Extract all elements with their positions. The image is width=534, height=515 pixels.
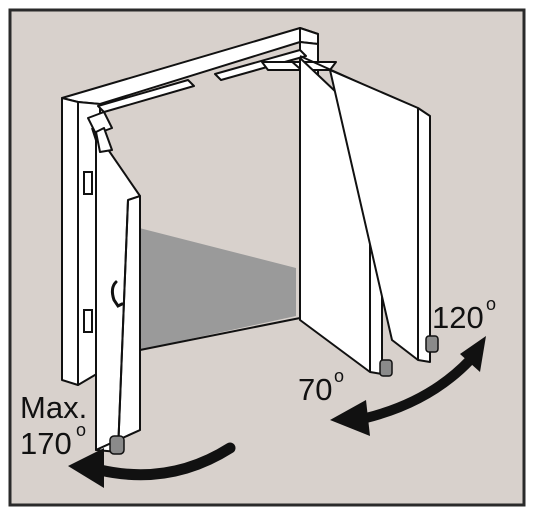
- floor-shadow: [108, 220, 296, 352]
- door-stop-icon: [109, 435, 125, 455]
- curved-arrow-icon: [94, 442, 236, 481]
- curved-arrow-head-upper: [460, 336, 486, 372]
- door-stop-icon: [425, 335, 439, 353]
- curved-arrow-head-left: [68, 448, 104, 488]
- right-door-leaf-outer: [329, 69, 431, 363]
- curved-arrow-head-lower: [330, 400, 370, 436]
- label-170: 170: [20, 426, 72, 461]
- curved-arrow-icon: [361, 355, 475, 423]
- threshold-line: [129, 317, 301, 353]
- label-120-degree: o: [486, 294, 496, 314]
- left-door-hinges: [83, 171, 93, 333]
- label-max: Max.: [20, 390, 87, 425]
- door-handle-icon: [110, 280, 124, 308]
- door-stop-icon: [379, 359, 393, 377]
- left-door-leaf: [95, 127, 141, 453]
- label-120: 120: [432, 300, 484, 335]
- label-70-degree: o: [334, 366, 344, 386]
- label-70: 70: [298, 372, 332, 407]
- label-170-degree: o: [76, 420, 86, 440]
